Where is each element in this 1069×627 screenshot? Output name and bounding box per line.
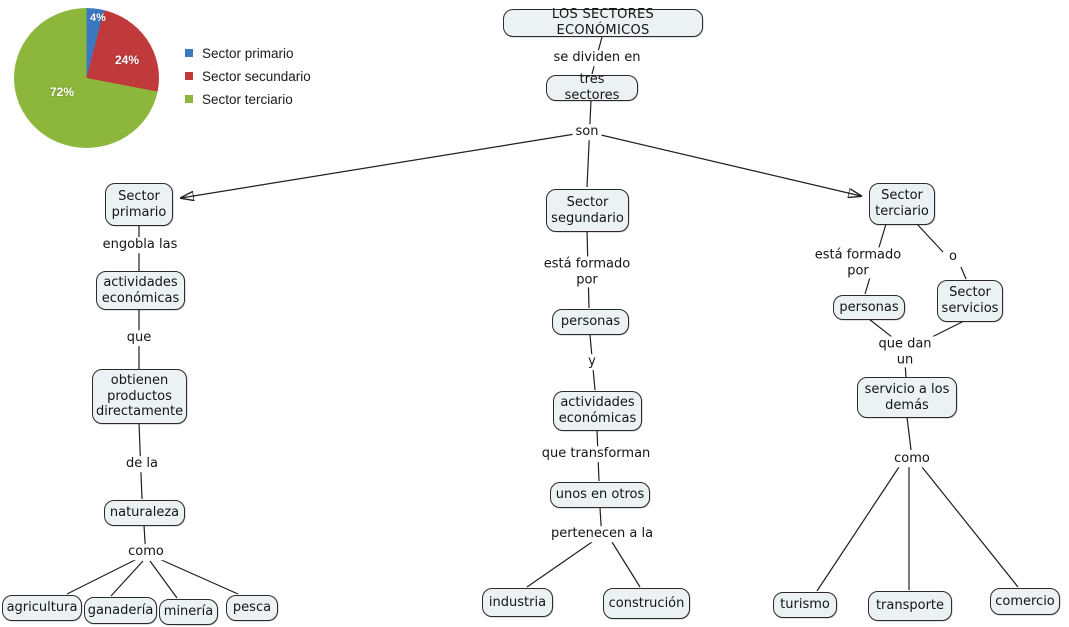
- link-label-de-la: de la: [123, 456, 161, 472]
- node-sector-terciario: Sector terciario: [869, 183, 935, 225]
- node-root: LOS SECTORES ECONÓMICOS: [503, 7, 703, 38]
- node-construcion: construción: [603, 588, 690, 619]
- legend-swatch-secundario-icon: [185, 72, 193, 80]
- legend-item-primario: Sector primario: [185, 45, 311, 61]
- node-sector-primario: Sector primario: [105, 183, 173, 226]
- connector-o-servicios: [960, 266, 967, 280]
- node-pesca: pesca: [226, 595, 278, 621]
- link-label-como-izq: como: [125, 544, 167, 560]
- connector-tressectores-son-segundario: [586, 100, 592, 188]
- connector-como-pesca: [156, 557, 239, 595]
- connector-como-comercio: [921, 466, 1019, 588]
- node-ganaderia: ganadería: [84, 597, 157, 624]
- link-label-se-dividen-en: se dividen en: [550, 50, 644, 66]
- link-label-que: que: [123, 330, 155, 346]
- legend-item-terciario: Sector terciario: [185, 91, 311, 107]
- node-comercio: comercio: [990, 588, 1060, 615]
- connector-como-mineria: [149, 560, 178, 599]
- node-servicio-a-los-demas: servicio a los demás: [857, 377, 957, 418]
- pie-slice-label-secundario: 24%: [114, 53, 140, 67]
- link-label-que-dan-un: que dan un: [872, 336, 938, 368]
- node-sector-segundario: Sector segundario: [546, 189, 629, 232]
- link-label-y: y: [585, 354, 599, 370]
- pie-legend: Sector primario Sector secundario Sector…: [185, 45, 311, 114]
- node-personas-2: personas: [833, 295, 905, 320]
- link-label-son: son: [572, 124, 602, 140]
- pie-chart: [14, 8, 159, 148]
- legend-swatch-terciario-icon: [185, 95, 193, 103]
- link-label-esta-formado-por-der: está formado por: [807, 247, 909, 279]
- connector-como-ganaderia: [110, 560, 144, 597]
- link-label-esta-formado-por-centro: está formado por: [536, 256, 638, 288]
- link-label-como-der: como: [891, 451, 933, 467]
- pie-slice-label-primario: 4%: [90, 12, 106, 24]
- node-actividades-economicas-2: actividades económicas: [553, 391, 642, 431]
- pie-slice-label-terciario: 72%: [49, 85, 75, 99]
- connector-terciario-o: [916, 223, 944, 253]
- node-actividades-economicas-1: actividades económicas: [96, 271, 185, 310]
- node-transporte: transporte: [868, 591, 952, 621]
- node-personas-1: personas: [552, 309, 629, 335]
- node-tres-sectores: tres sectores: [546, 72, 638, 103]
- legend-label-terciario: Sector terciario: [202, 91, 293, 107]
- connector-pertenecen-construcion: [611, 541, 641, 588]
- legend-label-primario: Sector primario: [202, 45, 294, 61]
- link-label-engobla-las: engobla las: [99, 237, 181, 253]
- node-naturaleza: naturaleza: [104, 500, 185, 526]
- connector-son-terciario-arrow: [600, 134, 861, 196]
- connector-servicio-como: [906, 416, 912, 451]
- legend-item-secundario: Sector secundario: [185, 68, 311, 84]
- legend-label-secundario: Sector secundario: [202, 68, 311, 84]
- node-sector-servicios: Sector servicios: [937, 280, 1003, 322]
- connector-como-agricultura: [66, 558, 138, 595]
- node-mineria: minería: [159, 599, 218, 625]
- node-obtienen-productos: obtienen productos directamente: [92, 369, 187, 424]
- link-label-o: o: [946, 249, 960, 265]
- node-turismo: turismo: [773, 592, 837, 618]
- node-industria: industria: [482, 588, 553, 617]
- node-agricultura: agricultura: [2, 595, 82, 621]
- legend-swatch-primario-icon: [185, 49, 193, 57]
- link-label-que-transforman: que transforman: [538, 446, 654, 462]
- node-unos-en-otros: unos en otros: [550, 482, 650, 508]
- link-label-pertenecen-a-la: pertenecen a la: [547, 526, 657, 542]
- connector-son-primario-arrow: [181, 133, 576, 198]
- connector-pertenecen-industria: [526, 541, 593, 588]
- connector-como-turismo: [816, 466, 900, 592]
